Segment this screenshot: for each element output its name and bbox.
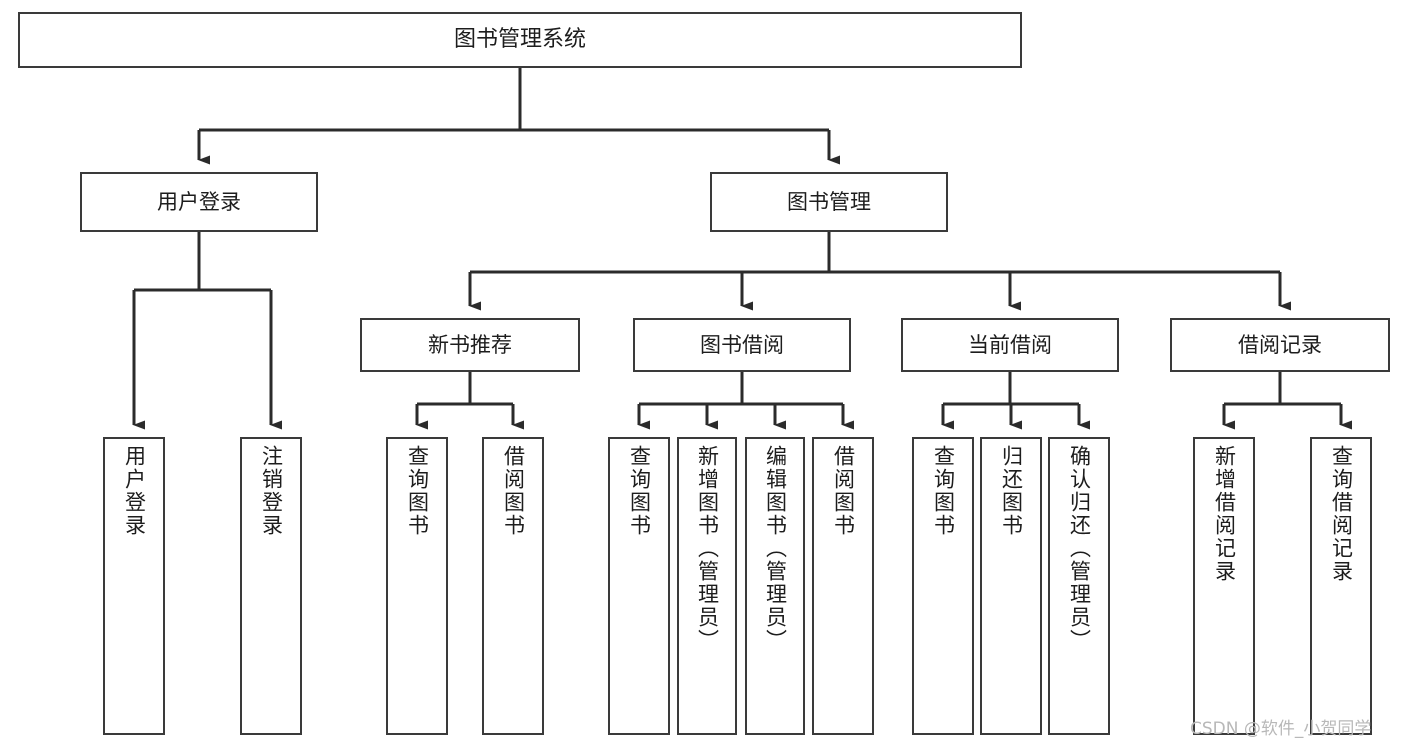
node-label: 编辑图书（管理员） <box>763 445 788 652</box>
node-label: 借阅记录 <box>1238 332 1322 357</box>
node-leaf-query-book-1[interactable]: 查询图书 <box>386 437 448 735</box>
node-label: 借阅图书 <box>831 445 856 537</box>
node-label: 查询图书 <box>627 445 652 537</box>
node-book-management-system[interactable]: 图书管理系统 <box>18 12 1022 68</box>
node-new-book-recommendation[interactable]: 新书推荐 <box>360 318 580 372</box>
node-leaf-borrow-book-1[interactable]: 借阅图书 <box>482 437 544 735</box>
node-user-login[interactable]: 用户登录 <box>80 172 318 232</box>
node-label: 借阅图书 <box>501 445 526 537</box>
node-label: 确认归还（管理员） <box>1067 445 1092 652</box>
node-leaf-edit-book-admin[interactable]: 编辑图书（管理员） <box>745 437 805 735</box>
node-borrow-record[interactable]: 借阅记录 <box>1170 318 1390 372</box>
node-label: 用户登录 <box>122 445 147 537</box>
watermark-text: CSDN @软件_小贺同学 <box>1190 719 1372 739</box>
node-label: 当前借阅 <box>968 332 1052 357</box>
node-leaf-return-book[interactable]: 归还图书 <box>980 437 1042 735</box>
node-label: 查询借阅记录 <box>1329 445 1354 583</box>
node-label: 查询图书 <box>405 445 430 537</box>
node-label: 新增图书（管理员） <box>695 445 720 652</box>
node-label: 图书管理 <box>787 189 871 214</box>
node-leaf-user-login[interactable]: 用户登录 <box>103 437 165 735</box>
node-leaf-add-book-admin[interactable]: 新增图书（管理员） <box>677 437 737 735</box>
node-label: 查询图书 <box>931 445 956 537</box>
node-leaf-logout[interactable]: 注销登录 <box>240 437 302 735</box>
node-book-management[interactable]: 图书管理 <box>710 172 948 232</box>
node-book-borrow[interactable]: 图书借阅 <box>633 318 851 372</box>
node-leaf-query-borrow-record[interactable]: 查询借阅记录 <box>1310 437 1372 735</box>
node-leaf-query-book-2[interactable]: 查询图书 <box>608 437 670 735</box>
node-label: 图书管理系统 <box>453 27 586 53</box>
node-current-borrow[interactable]: 当前借阅 <box>901 318 1119 372</box>
node-leaf-confirm-return-admin[interactable]: 确认归还（管理员） <box>1048 437 1110 735</box>
node-label: 注销登录 <box>259 445 284 537</box>
node-leaf-add-borrow-record[interactable]: 新增借阅记录 <box>1193 437 1255 735</box>
node-label: 归还图书 <box>999 445 1024 537</box>
node-leaf-borrow-book-2[interactable]: 借阅图书 <box>812 437 874 735</box>
node-label: 新增借阅记录 <box>1212 445 1237 583</box>
node-label: 新书推荐 <box>428 332 512 357</box>
node-label: 图书借阅 <box>700 332 784 357</box>
node-label: 用户登录 <box>157 189 241 214</box>
node-leaf-query-book-3[interactable]: 查询图书 <box>912 437 974 735</box>
